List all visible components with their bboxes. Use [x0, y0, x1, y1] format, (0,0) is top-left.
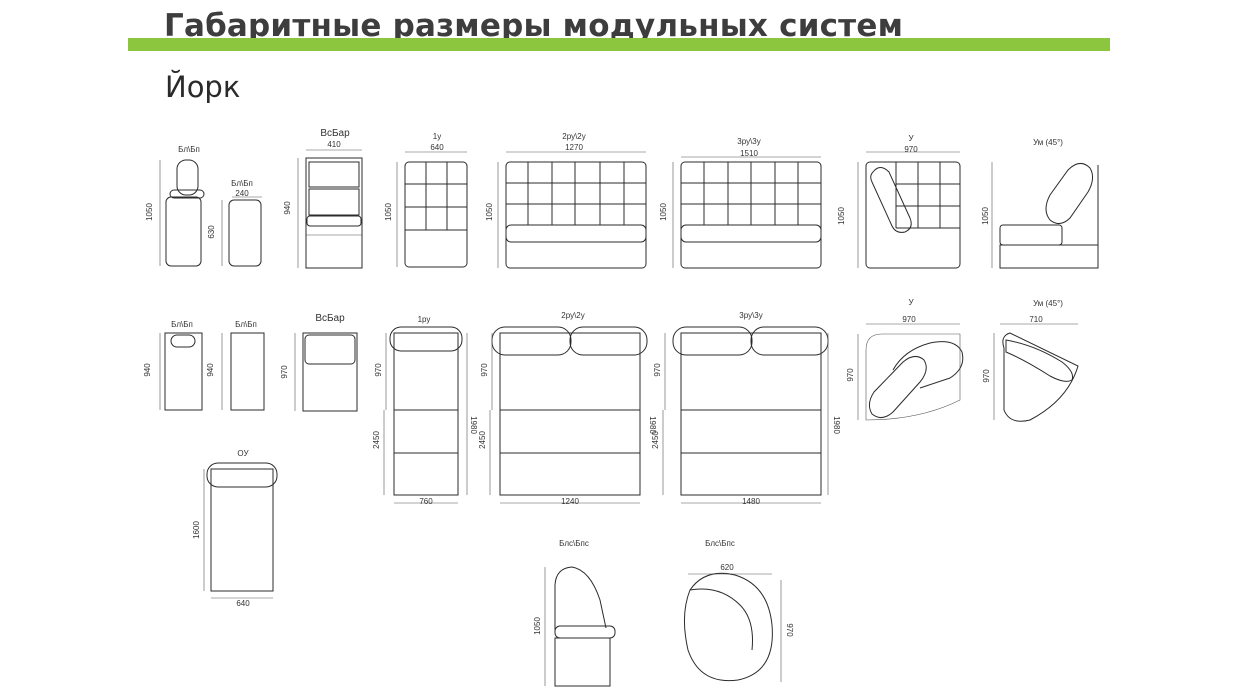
dim-3ry-width: 1510 [740, 149, 758, 158]
drawing-blbp-1050 [159, 159, 205, 267]
label-1y-name: 1у [432, 132, 442, 141]
dim-1ry-height-total: 2450 [372, 431, 381, 449]
label-blsbps2-name: Блс\Бпс [705, 539, 735, 548]
dim-row2-ym-height: 970 [982, 369, 991, 383]
label-2ry-name: 2ру\2у [562, 132, 586, 141]
dim-row2-2ry-height-total: 2450 [478, 431, 487, 449]
drawing-1y [396, 151, 468, 268]
label-1ry-name: 1ру [417, 315, 431, 324]
drawing-vsbar-940 [297, 149, 363, 269]
dim-blsbps2-height: 970 [785, 623, 794, 637]
label-row2-ym-name: Ум (45°) [1033, 299, 1063, 308]
drawing-2ry [497, 151, 647, 269]
dim-blsbps1-height: 1050 [533, 617, 542, 635]
drawing-blsbps-top [684, 572, 782, 682]
dim-row2-3ry-height-top: 970 [653, 363, 662, 377]
dim-2ry-height: 1050 [485, 203, 494, 221]
dim-row2-vsbar-height: 970 [280, 365, 289, 379]
dim-vsbar-height: 940 [283, 201, 292, 215]
dim-y-width: 970 [904, 145, 918, 154]
drawing-3ry-double [662, 326, 829, 504]
dim-row2-3ry-height-right: 1980 [832, 416, 841, 434]
drawing-ym-45 [991, 162, 1099, 269]
dim-y-height: 1050 [837, 207, 846, 225]
label-blbp2-name: Бл\Бп [231, 179, 253, 188]
dim-row2-y-width: 970 [902, 315, 916, 324]
label-3ry-name: 3ру\3у [737, 137, 761, 146]
dim-row2-3ry-height-total: 2450 [651, 431, 660, 449]
dim-row2-3ry-width: 1480 [742, 497, 760, 506]
dim-1ry-width: 760 [419, 497, 433, 506]
drawing-vsbar-970 [294, 332, 358, 412]
dim-row2-2ry-width: 1240 [561, 497, 579, 506]
dim-1y-width: 640 [430, 143, 444, 152]
label-ym-name: Ум (45°) [1033, 138, 1063, 147]
dim-row2-y-height: 970 [846, 368, 855, 382]
dim-row2-2ry-height-top: 970 [480, 363, 489, 377]
drawing-y-corner-top [857, 323, 964, 421]
drawing-blbp-940-b [221, 332, 265, 411]
dim-oy-width: 640 [236, 599, 250, 608]
label-row2-blbp2-name: Бл\Бп [235, 320, 257, 329]
dim-2ry-width: 1270 [565, 143, 583, 152]
dim-row2-blbp1-height: 940 [143, 363, 152, 377]
dim-row2-blbp2-height: 940 [206, 363, 215, 377]
label-row2-y-name: У [908, 298, 914, 307]
accent-bar [128, 38, 1110, 51]
dim-blbp2-width: 240 [235, 189, 249, 198]
drawing-2ry-double [489, 326, 648, 504]
collection-name: Йорк [165, 70, 241, 104]
drawing-blbp-630 [221, 196, 262, 267]
dim-1ry-height-top: 970 [374, 363, 383, 377]
drawing-blbp-940-a [159, 332, 203, 411]
dim-1y-height: 1050 [384, 203, 393, 221]
dim-blbp2-height: 630 [207, 225, 216, 239]
drawing-1ry [383, 326, 468, 504]
label-y-name: У [908, 134, 914, 143]
dim-3ry-height: 1050 [659, 203, 668, 221]
drawing-y-corner [857, 151, 961, 269]
dim-blsbps2-width: 620 [720, 563, 734, 572]
label-row2-3ry-name: 3ру\3у [739, 311, 763, 320]
dim-oy-height: 1600 [192, 521, 201, 539]
dim-1ry-height-right: 1980 [469, 416, 478, 434]
dim-ym-height: 1050 [981, 207, 990, 225]
drawing-oy [203, 462, 278, 599]
dim-vsbar-width: 410 [327, 140, 341, 149]
label-oy-name: ОУ [237, 449, 249, 458]
label-row2-2ry-name: 2ру\2у [561, 311, 585, 320]
label-row2-vsbar-name: ВсБар [315, 313, 345, 324]
label-row2-blbp1-name: Бл\Бп [171, 320, 193, 329]
label-vsbar-name: ВсБар [320, 128, 350, 139]
dim-blbp1-height: 1050 [145, 203, 154, 221]
dim-row2-ym-width: 710 [1029, 315, 1043, 324]
drawing-ym-45-top [993, 323, 1079, 422]
label-blsbps1-name: Блс\Бпс [559, 539, 589, 548]
label-blbp1-name: Бл\Бп [178, 145, 200, 154]
drawing-3ry [672, 156, 822, 269]
drawing-blsbps-side [544, 566, 616, 687]
